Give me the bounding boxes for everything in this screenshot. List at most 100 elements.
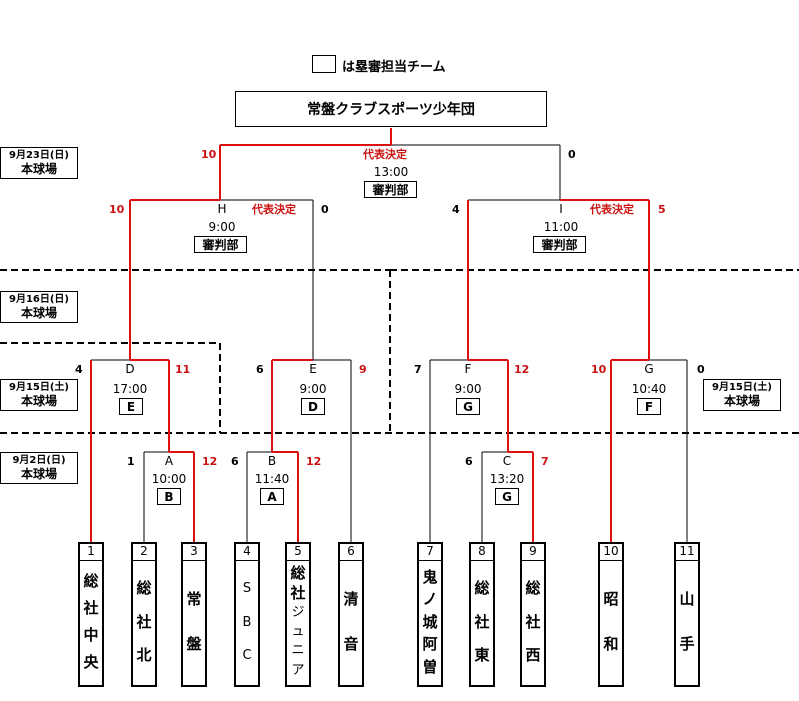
team-name-char: 曽 xyxy=(422,657,438,676)
quarter-d-score-left: 4 xyxy=(75,363,83,376)
quarter-d-score-right: 11 xyxy=(175,363,191,376)
semi-i-time: 11:00 xyxy=(543,220,579,234)
team-name-char: B xyxy=(242,614,252,630)
first-c-score-right: 7 xyxy=(541,455,549,468)
team-name-char: 阿 xyxy=(422,635,438,653)
quarter-g-time: 10:40 xyxy=(631,382,667,396)
semi-h-score-left: 10 xyxy=(109,203,125,216)
team-box-7: 7 鬼 ノ 城 阿 曽 xyxy=(417,542,443,687)
semi-i-score-left: 4 xyxy=(452,203,460,216)
semi-i-decided-label: 代表決定 xyxy=(590,203,634,216)
quarter-d-time: 17:00 xyxy=(112,382,148,396)
quarter-g-score-left: 10 xyxy=(591,363,607,376)
venue-text: 本球場 xyxy=(20,467,57,481)
team-name-char: 央 xyxy=(83,653,99,671)
team-number: 5 xyxy=(287,544,309,561)
team-number: 11 xyxy=(676,544,698,561)
semi-i-score-right: 5 xyxy=(658,203,666,216)
quarter-e-time: 9:00 xyxy=(299,382,327,396)
venue-text: 本球場 xyxy=(20,306,57,320)
quarter-f-score-left: 7 xyxy=(414,363,422,376)
team-box-4: 4 S B C xyxy=(234,542,260,687)
team-number: 8 xyxy=(471,544,493,561)
team-box-11: 11 山 手 xyxy=(674,542,700,687)
first-a-score-left: 1 xyxy=(127,455,135,468)
date-box-sep23: 9月23日(日) 本球場 xyxy=(0,147,78,179)
quarter-d-label: D xyxy=(125,362,135,376)
semi-h-umpire: 審判部 xyxy=(194,236,247,253)
champion-name: 常盤クラブスポーツ少年団 xyxy=(307,102,475,118)
quarter-f-score-right: 12 xyxy=(514,363,530,376)
date-text: 9月23日(日) xyxy=(8,150,69,161)
team-name-char: 中 xyxy=(83,626,99,644)
team-name-char: 社 xyxy=(290,583,306,602)
legend-text: は塁審担当チーム xyxy=(342,60,446,75)
champion-box: 常盤クラブスポーツ少年団 xyxy=(235,91,547,127)
winner-lines xyxy=(90,128,650,542)
final-time: 13:00 xyxy=(373,165,409,179)
team-box-3: 3 常 盤 xyxy=(181,542,207,687)
quarter-e-score-right: 9 xyxy=(359,363,367,376)
venue-text: 本球場 xyxy=(723,394,760,408)
venue-text: 本球場 xyxy=(20,394,57,408)
team-name-char: ア xyxy=(291,662,305,678)
semi-h-time: 9:00 xyxy=(208,220,236,234)
quarter-g-label: G xyxy=(644,362,654,376)
team-number: 3 xyxy=(183,544,205,561)
first-a-score-right: 12 xyxy=(202,455,218,468)
first-b-score-right: 12 xyxy=(306,455,322,468)
team-name-char: 城 xyxy=(422,612,438,631)
team-name-char: 鬼 xyxy=(422,567,438,586)
team-name-char: ノ xyxy=(422,590,438,608)
first-a-label: A xyxy=(164,454,174,468)
team-number: 1 xyxy=(80,544,102,561)
venue-text: 本球場 xyxy=(20,162,57,176)
quarter-g-umpire: F xyxy=(637,398,661,415)
team-name-char: 東 xyxy=(474,646,490,665)
team-name-char: 西 xyxy=(525,646,541,665)
date-box-sep15-left: 9月15日(土) 本球場 xyxy=(0,379,78,411)
final-umpire: 審判部 xyxy=(364,181,417,198)
team-name-char: ニ xyxy=(291,643,305,659)
team-name-char: 北 xyxy=(136,646,152,665)
first-c-score-left: 6 xyxy=(465,455,473,468)
quarter-g-score-right: 0 xyxy=(697,363,705,376)
first-c-label: C xyxy=(502,454,512,468)
team-name-char: 社 xyxy=(83,599,99,617)
team-name-char: 社 xyxy=(136,612,152,631)
team-box-5: 5 総 社 ジ ュ ニ ア xyxy=(285,542,311,687)
first-c-umpire: G xyxy=(495,488,519,505)
first-b-label: B xyxy=(267,454,277,468)
team-box-10: 10 昭 和 xyxy=(598,542,624,687)
team-box-1: 1 総 社 中 央 xyxy=(78,542,104,687)
semi-i-umpire: 審判部 xyxy=(533,236,586,253)
team-name-char: 和 xyxy=(603,635,619,653)
semi-i-label: I xyxy=(559,202,563,216)
date-text: 9月16日(日) xyxy=(8,294,69,305)
team-name-char: C xyxy=(242,648,252,664)
team-name-char: 音 xyxy=(343,635,359,653)
team-name-char: 山 xyxy=(679,590,695,608)
team-name-char: 手 xyxy=(679,635,695,653)
date-text: 9月15日(土) xyxy=(8,382,69,393)
final-score-right: 0 xyxy=(568,148,576,161)
quarter-d-umpire: E xyxy=(119,398,143,415)
team-name-char: ュ xyxy=(291,624,305,640)
date-text: 9月2日(日) xyxy=(12,455,66,466)
team-name-char: ジ xyxy=(291,604,305,620)
team-number: 7 xyxy=(419,544,441,561)
quarter-e-umpire: D xyxy=(301,398,325,415)
team-number: 4 xyxy=(236,544,258,561)
team-number: 6 xyxy=(340,544,362,561)
team-name-char: 総 xyxy=(136,578,152,597)
date-box-sep15-right: 9月15日(土) 本球場 xyxy=(703,379,781,411)
first-c-time: 13:20 xyxy=(489,472,525,486)
first-a-time: 10:00 xyxy=(151,472,187,486)
semi-h-score-right: 0 xyxy=(321,203,329,216)
date-text: 9月15日(土) xyxy=(711,382,772,393)
team-box-9: 9 総 社 西 xyxy=(520,542,546,687)
team-box-6: 6 清 音 xyxy=(338,542,364,687)
date-separators xyxy=(0,269,799,434)
first-a-umpire: B xyxy=(157,488,181,505)
